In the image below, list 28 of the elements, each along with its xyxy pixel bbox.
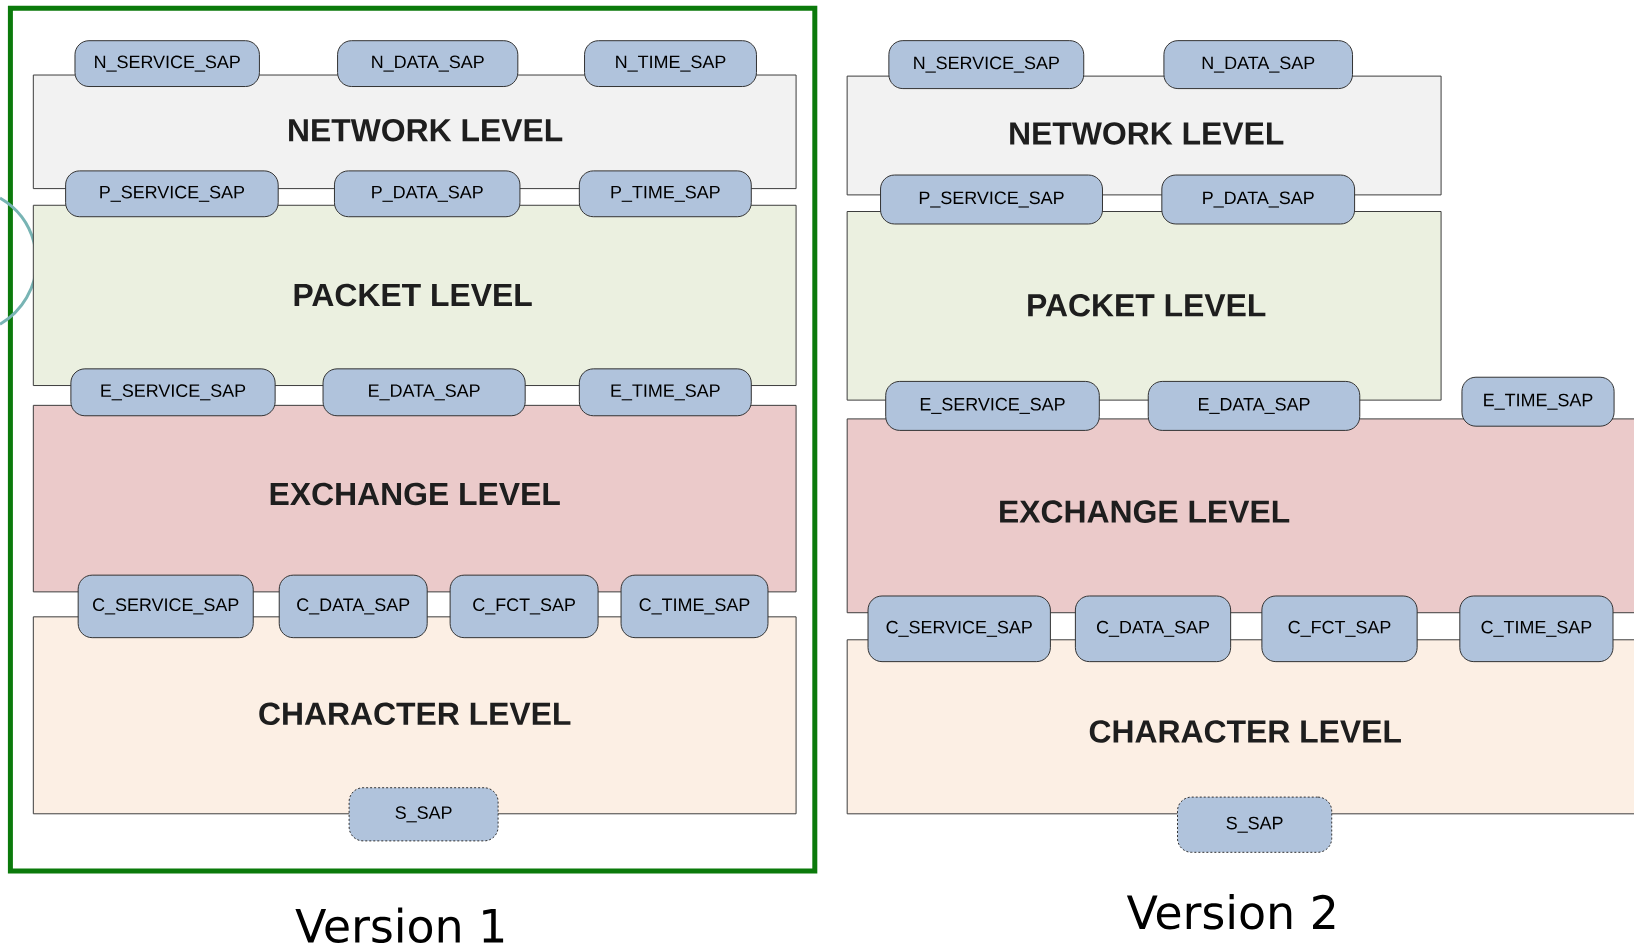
sap-pill: C_TIME_SAP xyxy=(620,574,769,639)
sap-pill: C_FCT_SAP xyxy=(449,574,599,639)
sap-pill: C_SERVICE_SAP xyxy=(867,595,1051,663)
sap-pill: P_DATA_SAP xyxy=(1161,174,1356,225)
sap-pill: E_SERVICE_SAP xyxy=(70,368,276,417)
sap-pill: N_TIME_SAP xyxy=(584,40,757,88)
sap-pill: E_DATA_SAP xyxy=(322,368,526,417)
sap-pill: C_SERVICE_SAP xyxy=(77,574,254,639)
sap-pill: E_SERVICE_SAP xyxy=(885,380,1100,431)
sap-pill: P_SERVICE_SAP xyxy=(65,170,279,218)
sap-pill: N_DATA_SAP xyxy=(337,40,519,88)
sap-pill: C_DATA_SAP xyxy=(1074,595,1232,663)
sap-pill: S_SAP xyxy=(348,787,499,842)
sap-pill: E_TIME_SAP xyxy=(578,368,752,417)
sap-pill: P_DATA_SAP xyxy=(333,170,521,218)
sap-pill: E_TIME_SAP xyxy=(1461,376,1615,427)
sap-pill: C_FCT_SAP xyxy=(1261,595,1418,663)
version-caption: Version 1 xyxy=(295,907,504,944)
sap-pill: P_TIME_SAP xyxy=(578,170,752,218)
sap-pill: P_SERVICE_SAP xyxy=(880,174,1103,225)
sap-pill: S_SAP xyxy=(1177,796,1333,853)
sap-pill: N_DATA_SAP xyxy=(1163,40,1353,90)
sap-pill: C_DATA_SAP xyxy=(278,574,428,639)
sap-pill: N_SERVICE_SAP xyxy=(888,40,1085,90)
version-caption: Version 2 xyxy=(1126,894,1335,930)
sap-pill: C_TIME_SAP xyxy=(1459,595,1614,663)
sap-pill: N_SERVICE_SAP xyxy=(74,40,260,88)
sap-pill: E_DATA_SAP xyxy=(1147,380,1361,431)
